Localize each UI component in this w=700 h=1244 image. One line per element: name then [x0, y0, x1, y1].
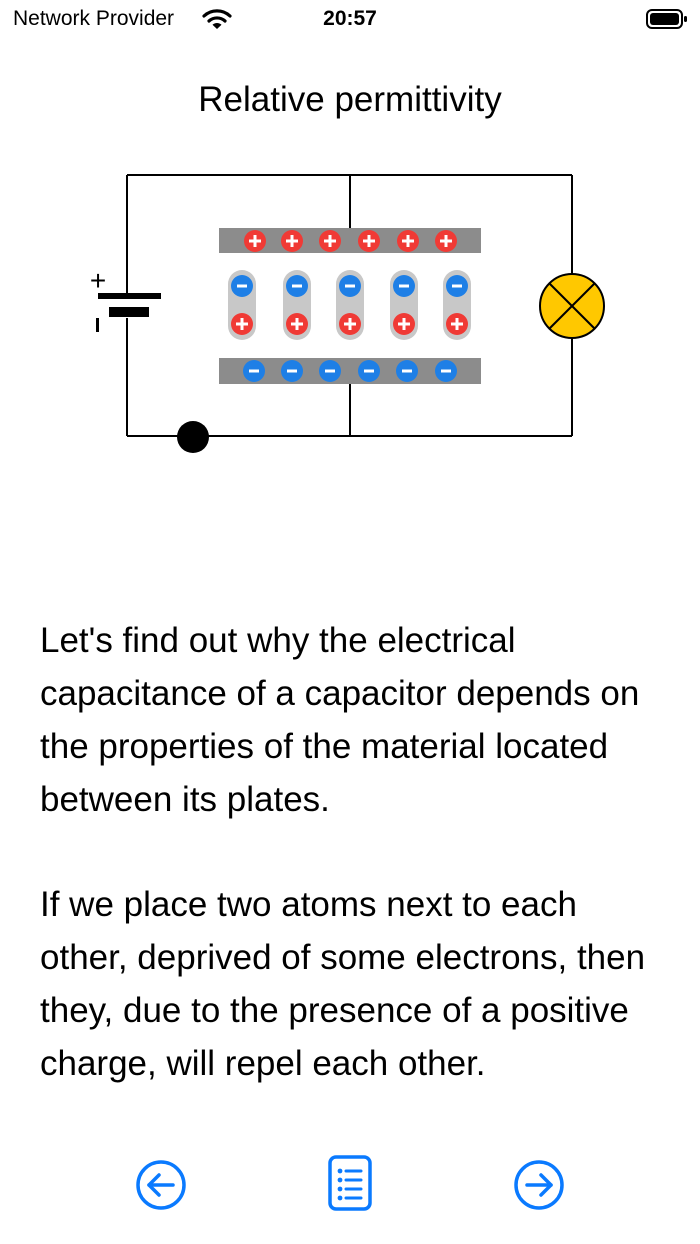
back-button[interactable] [134, 1158, 188, 1217]
lamp-icon [539, 273, 605, 339]
capacitor-circuit-diagram: + [90, 174, 605, 453]
capacitor-bottom-plate [219, 358, 481, 384]
status-time: 20:57 [323, 7, 377, 30]
status-bar: Network Provider 20:57 [0, 0, 700, 40]
minus-charge-icon [396, 360, 418, 382]
dipole [390, 270, 418, 340]
paragraph: Let's find out why the electrical capaci… [40, 621, 640, 819]
plus-charge-icon [244, 230, 266, 252]
minus-charge-icon [358, 360, 380, 382]
plus-charge-icon [281, 230, 303, 252]
paragraph: If we place two atoms next to each other… [40, 885, 646, 1083]
arrow-right-circle-icon [514, 1160, 564, 1210]
battery-minus-label [96, 318, 99, 332]
switch-icon [158, 421, 226, 453]
carrier-label: Network Provider [13, 7, 175, 30]
forward-button[interactable] [512, 1158, 566, 1217]
page-title: Relative permittivity [198, 80, 502, 119]
minus-charge-icon [435, 360, 457, 382]
dipole [443, 270, 471, 340]
battery-symbol: + [90, 265, 161, 332]
minus-charge-icon [319, 360, 341, 382]
dielectric-dipoles [228, 270, 471, 340]
dipole [336, 270, 364, 340]
list-document-icon [328, 1155, 372, 1211]
dipole [283, 270, 311, 340]
plus-charge-icon [397, 230, 419, 252]
bottom-toolbar [0, 1150, 700, 1220]
minus-charge-icon [243, 360, 265, 382]
contents-button[interactable] [327, 1154, 373, 1217]
plus-charge-icon [358, 230, 380, 252]
plus-charge-icon [435, 230, 457, 252]
arrow-left-circle-icon [136, 1160, 186, 1210]
dipole [228, 270, 256, 340]
capacitor-top-plate [219, 228, 481, 253]
lesson-text: Let's find out why the electrical capaci… [40, 614, 665, 1102]
wifi-icon [202, 8, 232, 35]
battery-plus-label: + [90, 265, 106, 296]
minus-charge-icon [281, 360, 303, 382]
battery-icon [646, 8, 688, 35]
plus-charge-icon [319, 230, 341, 252]
